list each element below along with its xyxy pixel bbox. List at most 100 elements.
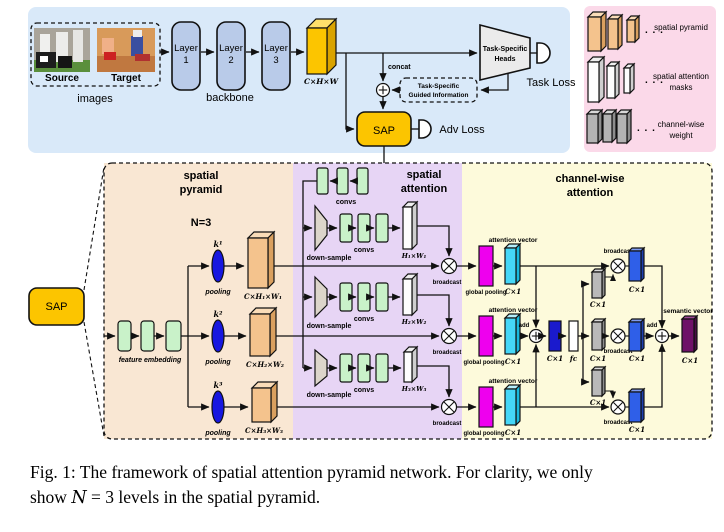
global-pooling3-box — [478, 386, 494, 428]
guided-line2: Guided Information — [409, 92, 469, 99]
images-dashed-box — [30, 22, 161, 87]
attention-vector1-label: attention vector — [489, 237, 538, 244]
cx1-b1: C×1 — [629, 285, 645, 294]
attention-vector2-label: attention vector — [489, 307, 538, 314]
pooling-level1: k¹ pooling — [204, 239, 245, 296]
cx1-av1: C×1 — [505, 287, 521, 296]
add1-label: add — [519, 323, 530, 329]
attention-level3: down-sample convs H₃×W₃ — [307, 345, 453, 399]
layer1-num: 1 — [183, 55, 188, 66]
broadcast3-icon: broadcast — [433, 398, 462, 427]
broadcast-c3-label: broadcast — [604, 420, 633, 426]
attention-level2: down-sample convs H₂×W₂ — [307, 272, 453, 330]
branch-to-sap — [345, 53, 355, 133]
layer2-num: 2 — [228, 55, 233, 66]
attention-title-2: attention — [401, 183, 448, 195]
broadcast3-label: broadcast — [433, 421, 462, 427]
pooling2-label: pooling — [204, 359, 231, 366]
weighted-vector2-box — [628, 321, 642, 352]
n-level-label: N=3 — [191, 217, 212, 229]
k1-label: k¹ — [213, 239, 222, 249]
layer2-box — [216, 21, 246, 91]
cx1-av3: C×1 — [505, 428, 521, 437]
legend-dots-1: . . . — [645, 25, 664, 36]
arrow-heads-to-guided — [480, 74, 509, 94]
top-convs-label: convs — [336, 199, 356, 206]
broadcast1-label: broadcast — [433, 280, 462, 286]
layer3-word: Layer — [264, 43, 288, 54]
pyramid-slab-2: C×H₂×W₂ — [246, 306, 284, 369]
source-label: Source — [45, 73, 79, 84]
target-image — [97, 28, 155, 72]
sap-box-bottom — [28, 287, 85, 326]
cx1-w1: C×1 — [590, 300, 606, 309]
legend-label-2b: masks — [669, 83, 692, 92]
legend-channel-weight: . . . channel-wise weight — [585, 108, 705, 145]
attention-vector3-label: attention vector — [489, 378, 538, 385]
layer3-box — [261, 21, 291, 91]
top-panel — [28, 7, 570, 153]
heads-line2: Heads — [494, 56, 515, 63]
adv-loss-icon — [418, 119, 432, 139]
pyramid-dim1: C×H₁×W₁ — [244, 292, 282, 301]
add2-label: add — [647, 323, 658, 329]
images-group: Source Target images — [30, 22, 161, 105]
expand-line-bottom — [83, 321, 105, 437]
k2-label: k² — [213, 309, 223, 319]
weight2-box — [591, 321, 603, 351]
cx1-sum: C×1 — [547, 354, 563, 363]
convs1-label: convs — [354, 247, 374, 254]
task-loss-label: Task Loss — [527, 77, 576, 89]
attention-vector2-box — [504, 317, 517, 355]
broadcast2-label: broadcast — [433, 350, 462, 356]
sap-bottom-label: SAP — [45, 301, 67, 313]
pyramid-dim2: C×H₂×W₂ — [246, 360, 284, 369]
legend-label-3a: channel-wise — [658, 120, 705, 129]
legend-dots-2: . . . — [645, 75, 664, 86]
task-heads: Task-Specific Heads — [479, 23, 531, 82]
weighted-vector3-box — [628, 391, 642, 423]
attention-title-1: spatial — [407, 169, 442, 181]
feature-embedding-label: feature embedding — [119, 357, 182, 364]
cx1-b3: C×1 — [629, 425, 645, 434]
adv-loss-label: Adv Loss — [439, 124, 485, 136]
pyramid-title-2: pyramid — [180, 184, 223, 196]
concat-label: concat — [388, 64, 411, 71]
global-pooling2-label: global pooling — [464, 360, 505, 366]
weight3-box — [591, 369, 603, 397]
fc-label: fc — [569, 354, 578, 363]
legend-attention-masks: . . . spatial attention masks — [586, 55, 709, 104]
channel-row3: global pooling attention vector C×1 C×1 … — [456, 343, 666, 437]
layer1-word: Layer — [174, 43, 198, 54]
mask3-label: H₃×W₃ — [401, 385, 427, 393]
downsample3-label: down-sample — [307, 392, 352, 399]
downsample1-trapezoid — [314, 204, 328, 252]
caption-line1: Fig. 1: The framework of spatial attenti… — [30, 462, 593, 482]
cx1-semantic: C×1 — [682, 356, 698, 365]
attention-vector1-box — [504, 247, 517, 285]
figure-canvas: Source Target images Layer 1 Layer 2 Lay… — [28, 6, 716, 440]
cx1-w3: C×1 — [590, 398, 606, 407]
layer1-box — [171, 21, 201, 91]
pyramid-dim3: C×H₃×W₃ — [245, 426, 283, 435]
top-convs-row: convs — [302, 167, 369, 368]
semantic-vector-label: semantic vector — [663, 308, 713, 315]
mask2-label: H₂×W₂ — [401, 318, 427, 326]
cx1-w2: C×1 — [590, 354, 606, 363]
figure-caption: Fig. 1: The framework of spatial attenti… — [30, 460, 702, 510]
weighted-vector1-box — [628, 250, 642, 282]
task-loss-icon — [536, 42, 551, 64]
broadcast-c2-label: broadcast — [604, 349, 633, 355]
cx1-b2: C×1 — [629, 354, 645, 363]
downsample3-trapezoid — [314, 348, 328, 388]
legend-label-2a: spatial attention — [653, 72, 709, 81]
cx1-av2: C×1 — [505, 357, 521, 366]
feature-dims-label: C×H×W — [304, 77, 340, 86]
feature-cube: C×H×W — [304, 17, 340, 86]
expand-line-top — [83, 166, 105, 291]
channel-row2: global pooling attention vector C×1 add … — [456, 280, 713, 386]
attention-level1: down-sample convs H₁×W₁ — [307, 200, 453, 262]
broadcast1-icon: broadcast — [433, 257, 462, 286]
convs2-label: convs — [354, 316, 374, 323]
caption-line2-post: = 3 levels in the spatial pyramid. — [86, 486, 321, 507]
